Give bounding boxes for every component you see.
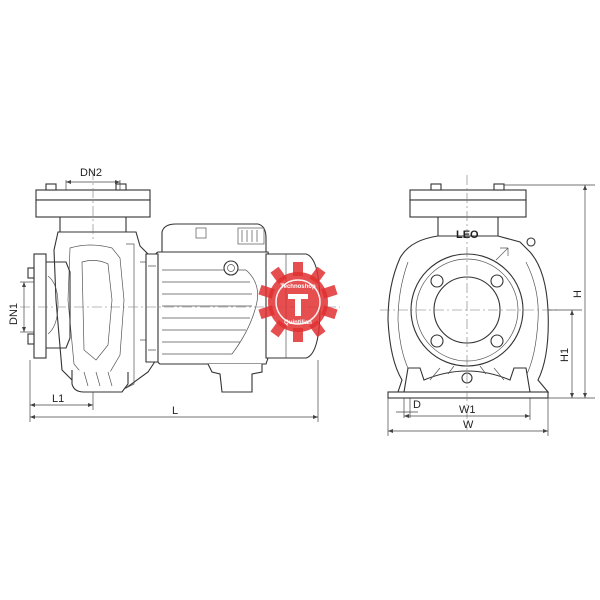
- dimension-h1: H1: [548, 309, 582, 398]
- front-view: LEO H: [380, 175, 595, 436]
- side-view: DN2 DN1 L1 L T: [8, 167, 340, 422]
- label-d: D: [413, 399, 421, 411]
- watermark-seal: Technoshop Quintilian: [258, 262, 338, 342]
- dimension-dn1: DN1: [8, 281, 34, 333]
- dimension-d: D: [396, 398, 421, 418]
- front-base: [387, 365, 549, 399]
- label-dn2: DN2: [80, 167, 102, 179]
- watermark-text-top: Technoshop: [280, 284, 316, 290]
- front-discharge-flange: [409, 183, 527, 236]
- brand-logo: LEO: [456, 229, 479, 241]
- pump-casing: [46, 231, 157, 393]
- watermark-text-bottom: Quintilian: [284, 320, 312, 326]
- suction-flange: [27, 253, 47, 359]
- label-w1: W1: [459, 404, 476, 416]
- dimension-w: W: [387, 398, 549, 436]
- label-l1: L1: [52, 393, 64, 405]
- label-l: L: [172, 405, 178, 417]
- watermark-gear-tooth: [293, 262, 303, 276]
- dimension-l: L: [30, 360, 319, 422]
- dimension-w1: W1: [404, 398, 531, 420]
- dimension-dn2: DN2: [65, 167, 121, 190]
- dimension-h: H: [504, 184, 595, 399]
- label-h: H: [572, 290, 584, 298]
- label-w: W: [463, 419, 474, 431]
- label-dn1: DN1: [8, 303, 20, 325]
- watermark-gear-tooth: [293, 328, 303, 342]
- dimension-l1: L1: [29, 360, 94, 422]
- label-h1: H1: [559, 348, 571, 362]
